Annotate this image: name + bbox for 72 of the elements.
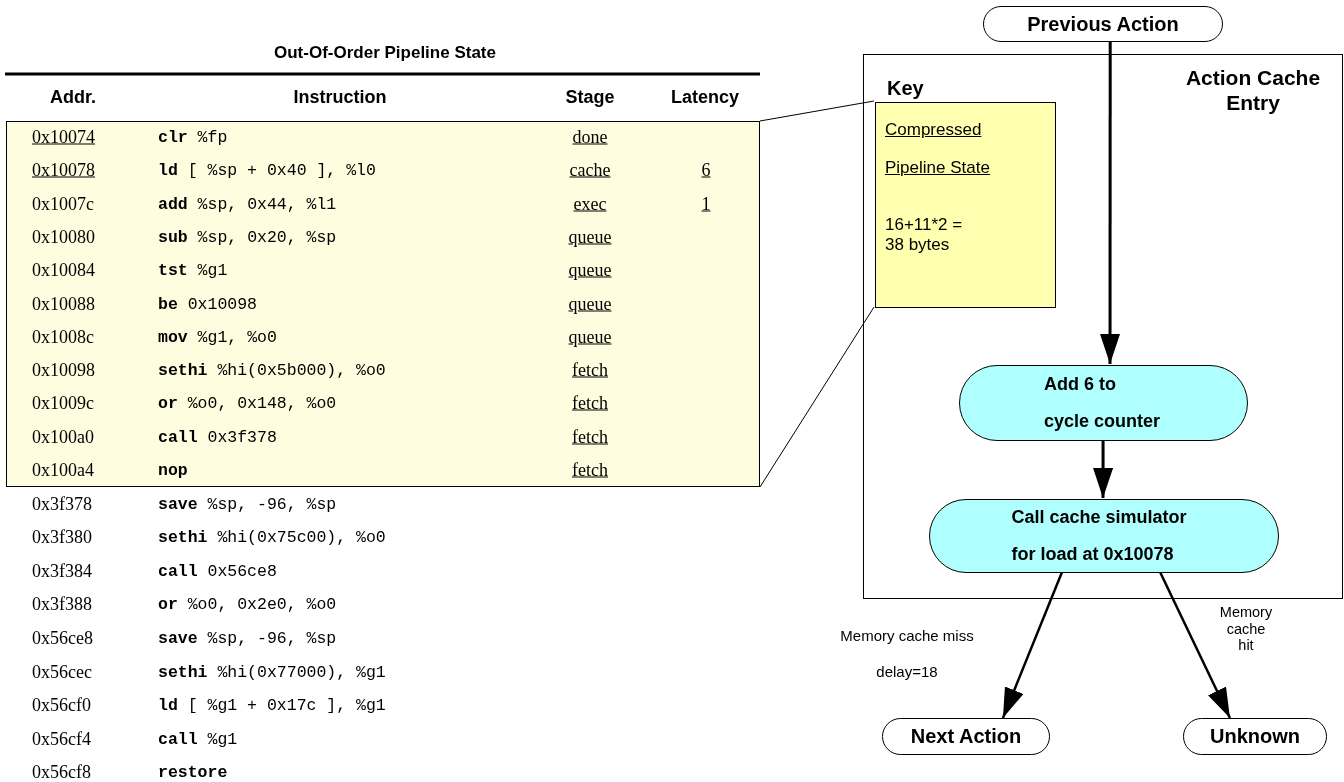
stage-cell: exec [573, 193, 607, 215]
address-cell: 0x1007c [32, 193, 94, 215]
instruction-cell: ld [ %sp + 0x40 ], %l0 [158, 160, 376, 180]
process-box: Call cache simulator for load at 0x10078 [929, 499, 1279, 573]
instruction-cell: or %o0, 0x148, %o0 [158, 393, 337, 413]
address-cell: 0x10078 [32, 159, 95, 181]
stage-cell: done [572, 126, 608, 148]
address-cell: 0x1009c [32, 392, 94, 414]
instruction-cell: add %sp, 0x44, %l1 [158, 194, 337, 214]
stage-cell: fetch [572, 359, 608, 381]
zoom-line [759, 306, 875, 488]
process-box: Add 6 to cycle counter [959, 365, 1248, 441]
instruction-cell: nop [158, 460, 188, 480]
instruction-cell: sethi %hi(0x77000), %g1 [158, 662, 386, 681]
instruction-cell: save %sp, -96, %sp [158, 628, 337, 648]
instruction-cell: call 0x56ce8 [158, 561, 277, 581]
address-cell: 0x10074 [32, 126, 95, 148]
latency-cell: 1 [701, 193, 711, 215]
frame-title: Action Cache Entry [1184, 65, 1322, 116]
address-cell: 0x56cec [32, 661, 92, 682]
stage-cell: queue [568, 259, 612, 281]
instruction-cell: call %g1 [158, 729, 238, 749]
instruction-cell: ld [ %g1 + 0x17c ], %g1 [158, 695, 386, 715]
arrow [1093, 440, 1114, 498]
column-header: Instruction [293, 86, 387, 108]
instruction-cell: tst %g1 [158, 260, 228, 280]
stage-cell: queue [568, 293, 612, 314]
column-header: Latency [671, 86, 739, 108]
address-cell: 0x100a4 [32, 459, 94, 481]
address-cell: 0x56cf0 [32, 694, 91, 716]
instruction-cell: sethi %hi(0x75c00), %o0 [158, 527, 386, 547]
address-cell: 0x56cf4 [32, 728, 91, 750]
table-highlight-box [6, 121, 760, 487]
address-cell: 0x3f380 [32, 526, 92, 548]
latency-cell: 6 [701, 159, 711, 181]
address-cell: 0x10098 [32, 359, 95, 381]
address-cell: 0x10080 [32, 226, 95, 248]
table-title: Out-Of-Order Pipeline State [274, 43, 496, 63]
key-size-note: 16+11*2 = 38 bytes [885, 215, 964, 256]
instruction-cell: clr %fp [158, 127, 228, 147]
instruction-cell: save %sp, -96, %sp [158, 494, 337, 513]
stage-cell: fetch [572, 459, 608, 481]
stage-cell: queue [568, 326, 612, 348]
zoom-line [759, 100, 875, 122]
instruction-cell: call 0x3f378 [158, 427, 277, 447]
arrow [1100, 42, 1121, 364]
address-cell: 0x3f388 [32, 593, 92, 615]
key-description: Compressed Pipeline State [885, 119, 991, 179]
instruction-cell: mov %g1, %o0 [158, 327, 277, 347]
address-cell: 0x3f384 [32, 560, 92, 582]
address-cell: 0x10084 [32, 259, 95, 281]
stage-cell: queue [568, 226, 612, 248]
stage-cell: cache [569, 159, 611, 181]
arrow [1158, 571, 1232, 719]
address-cell: 0x10088 [32, 293, 95, 314]
address-cell: 0x56cf8 [32, 761, 91, 782]
stage-cell: fetch [572, 392, 608, 414]
column-header: Addr. [50, 86, 96, 108]
instruction-cell: sethi %hi(0x5b000), %o0 [158, 360, 386, 380]
address-cell: 0x3f378 [32, 493, 92, 514]
instruction-cell: or %o0, 0x2e0, %o0 [158, 594, 337, 614]
instruction-cell: be 0x10098 [158, 294, 258, 313]
address-cell: 0x1008c [32, 326, 94, 348]
address-cell: 0x100a0 [32, 426, 94, 448]
stage-cell: fetch [572, 426, 608, 448]
column-header: Stage [565, 86, 615, 108]
cache-entry-frame [863, 54, 1343, 599]
arrow [1001, 571, 1064, 719]
address-cell: 0x56ce8 [32, 627, 93, 649]
instruction-cell: sub %sp, 0x20, %sp [158, 227, 337, 247]
instruction-cell: restore [158, 762, 228, 782]
key-heading: Key [887, 77, 924, 100]
